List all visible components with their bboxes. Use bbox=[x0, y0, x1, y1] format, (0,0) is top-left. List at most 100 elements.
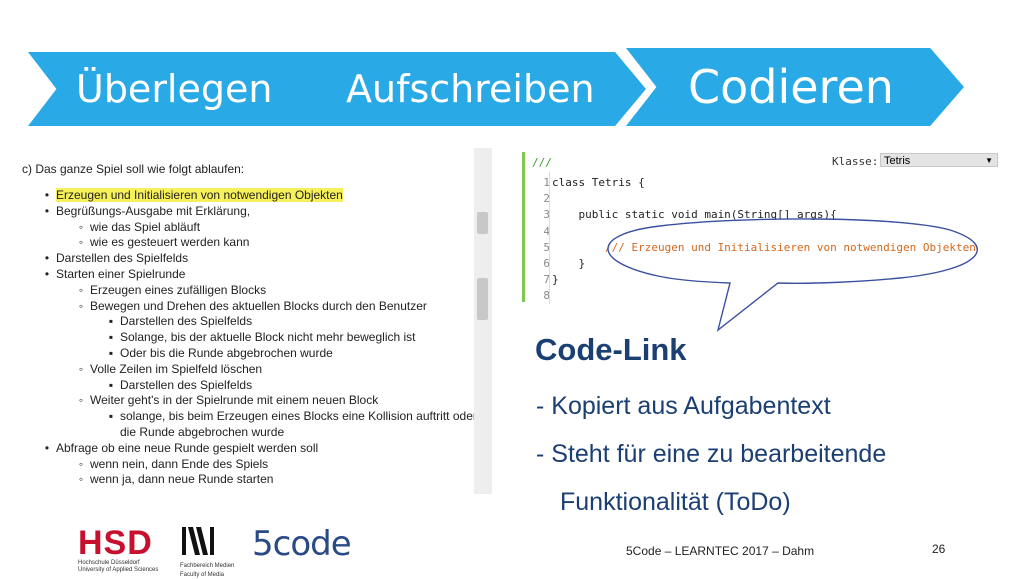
code-link-bullet: - Kopiert aus Aufgabentext bbox=[536, 392, 831, 420]
list-item-text: wie es gesteuert werden kann bbox=[90, 235, 250, 250]
list-item-text: Erzeugen und Initialisieren von notwendi… bbox=[56, 188, 343, 202]
list-item-text: Weiter geht's in der Spielrunde mit eine… bbox=[90, 393, 379, 408]
step-ueberlegen: Überlegen bbox=[28, 52, 344, 126]
step-label: Überlegen bbox=[76, 67, 273, 111]
line-number: 3 bbox=[543, 208, 550, 222]
class-select[interactable]: Tetris ▼ bbox=[880, 153, 998, 167]
list-bullet: ◦ bbox=[78, 235, 84, 250]
list-item: • Begrüßungs-Ausgabe mit Erklärung, bbox=[45, 203, 251, 218]
list-bullet: ▪ bbox=[108, 346, 114, 360]
list-bullet: ◦ bbox=[78, 361, 84, 376]
list-item-text: Erzeugen eines zufälligen Blocks bbox=[90, 282, 267, 297]
code-line[interactable]: /// Erzeugen und Initialisieren von notw… bbox=[552, 241, 976, 254]
list-item-text: Bewegen und Drehen des aktuellen Blocks … bbox=[90, 298, 427, 313]
list-item: die Runde abgebrochen wurde bbox=[120, 425, 284, 439]
list-bullet: ▪ bbox=[108, 330, 114, 345]
scrollbar-thumb[interactable] bbox=[477, 212, 488, 234]
list-bullet: • bbox=[44, 267, 50, 281]
hsd-logo-subtitle: University of Applied Sciences bbox=[78, 567, 159, 573]
list-bullet: • bbox=[44, 188, 50, 202]
list-item-text: Oder bis die Runde abgebrochen wurde bbox=[120, 346, 333, 360]
list-item-text: Volle Zeilen im Spielfeld löschen bbox=[90, 361, 263, 376]
list-bullet: ▪ bbox=[108, 409, 114, 424]
hsd-logo-text: HSD bbox=[78, 524, 153, 562]
code-link-bullet: - Steht für eine zu bearbeitende bbox=[536, 440, 887, 468]
code-line-text: class Tetris { bbox=[552, 176, 645, 189]
list-bullet: ◦ bbox=[78, 298, 84, 313]
task-heading: c) Das ganze Spiel soll wie folgt ablauf… bbox=[22, 162, 245, 176]
code-line[interactable]: } bbox=[552, 257, 585, 270]
line-number: 4 bbox=[543, 224, 550, 238]
list-item-text: solange, bis beim Erzeugen eines Blocks … bbox=[120, 409, 477, 424]
footer-text: 5Code – LEARNTEC 2017 – Dahm bbox=[626, 544, 815, 558]
line-number: 8 bbox=[543, 289, 550, 303]
list-item-text: Starten einer Spielrunde bbox=[56, 267, 186, 281]
list-item-text: wie das Spiel abläuft bbox=[90, 219, 201, 234]
list-item: • Starten einer Spielrunde bbox=[45, 267, 186, 281]
class-select-value: Tetris bbox=[884, 155, 911, 167]
list-item: ▪Darstellen des Spielfelds bbox=[109, 377, 253, 392]
list-item-text: wenn ja, dann neue Runde starten bbox=[90, 472, 274, 487]
editor-accent-bar bbox=[522, 152, 525, 302]
list-item: ▪ Oder bis die Runde abgebrochen wurde bbox=[109, 346, 333, 360]
list-item: ▪ Solange, bis der aktuelle Block nicht m… bbox=[109, 330, 416, 345]
list-item: •Darstellen des Spielfelds bbox=[45, 251, 189, 266]
code-line[interactable]: } bbox=[552, 273, 559, 286]
list-item: ◦ Erzeugen eines zufälligen Blocks bbox=[79, 282, 267, 297]
faculty-logo-subtitle: Faculty of Media bbox=[180, 572, 225, 578]
code-line-text: /// Erzeugen und Initialisieren von notw… bbox=[552, 240, 976, 254]
list-item-text: Solange, bis der aktuelle Block nicht me… bbox=[120, 330, 416, 345]
list-bullet: • bbox=[44, 440, 50, 455]
line-number: 7 bbox=[543, 273, 550, 287]
chevron-down-icon: ▼ bbox=[985, 156, 993, 165]
step-codieren: Codieren bbox=[626, 48, 964, 126]
code-line-text: } bbox=[552, 257, 586, 270]
line-number: 1 bbox=[543, 176, 550, 189]
faculty-logo: Fachbereich Medien Faculty of Media bbox=[180, 526, 234, 579]
code-link-bullet: Funktionalität (ToDo) bbox=[560, 488, 791, 516]
scrollbar[interactable] bbox=[474, 148, 492, 494]
list-item-text: Darstellen des Spielfelds bbox=[120, 314, 253, 329]
step-label: Codieren bbox=[688, 60, 894, 114]
5code-logo: 5code bbox=[252, 524, 352, 564]
hsd-logo: HSD Hochschule Düsseldorf University of … bbox=[78, 526, 158, 574]
list-bullet: ▪ bbox=[108, 314, 114, 329]
faculty-logo-subtitle: Fachbereich Medien bbox=[180, 563, 235, 569]
list-item: • Erzeugen und Initialisieren von notwend… bbox=[45, 188, 343, 202]
list-item: ◦ wie das Spiel abläuft bbox=[79, 219, 201, 234]
list-bullet: ◦ bbox=[78, 472, 84, 487]
list-bullet: ◦ bbox=[78, 393, 84, 408]
list-bullet: ◦ bbox=[78, 219, 84, 234]
class-label: Klasse: bbox=[832, 155, 879, 168]
code-line[interactable]: public static void main(String[] args){ bbox=[552, 208, 837, 222]
editor-header: /// bbox=[532, 156, 552, 169]
scrollbar-thumb[interactable] bbox=[477, 278, 488, 320]
hsd-logo-subtitle: Hochschule Düsseldorf bbox=[78, 560, 140, 566]
code-link-title: Code-Link bbox=[535, 332, 687, 367]
list-item: ◦ wenn nein, dann Ende des Spiels bbox=[79, 456, 269, 471]
code-line[interactable]: class Tetris { bbox=[552, 176, 645, 189]
code-line-text: } bbox=[552, 273, 559, 287]
list-item-text: Abfrage ob eine neue Runde gespielt werd… bbox=[56, 440, 319, 455]
faculty-logo-icon bbox=[182, 527, 214, 555]
list-item: ◦ wie es gesteuert werden kann bbox=[79, 235, 250, 250]
list-bullet: • bbox=[44, 203, 50, 218]
list-item-text: Darstellen des Spielfelds bbox=[120, 377, 253, 392]
list-item: ◦ Weiter geht's in der Spielrunde mit ein… bbox=[79, 393, 379, 408]
step-aufschreiben: Aufschreiben bbox=[302, 52, 646, 126]
code-line-text: public static void main(String[] args){ bbox=[552, 208, 837, 222]
list-item: • Abfrage ob eine neue Runde gespielt wer… bbox=[45, 440, 319, 455]
task-panel: c) Das ganze Spiel soll wie folgt ablauf… bbox=[20, 158, 477, 494]
list-item-text: wenn nein, dann Ende des Spiels bbox=[90, 456, 269, 471]
list-item-text: Begrüßungs-Ausgabe mit Erklärung, bbox=[56, 203, 251, 218]
step-label: Aufschreiben bbox=[346, 67, 595, 111]
list-bullet: ◦ bbox=[78, 282, 84, 297]
list-item: ◦ Volle Zeilen im Spielfeld löschen bbox=[79, 361, 263, 376]
list-bullet: ◦ bbox=[78, 456, 84, 471]
line-number: 2 bbox=[543, 192, 550, 206]
list-item: ◦ Bewegen und Drehen des aktuellen Blocks… bbox=[79, 298, 427, 313]
list-item-text: Darstellen des Spielfelds bbox=[56, 251, 189, 266]
line-number: 6 bbox=[543, 257, 550, 270]
list-item-text: die Runde abgebrochen wurde bbox=[120, 425, 285, 439]
